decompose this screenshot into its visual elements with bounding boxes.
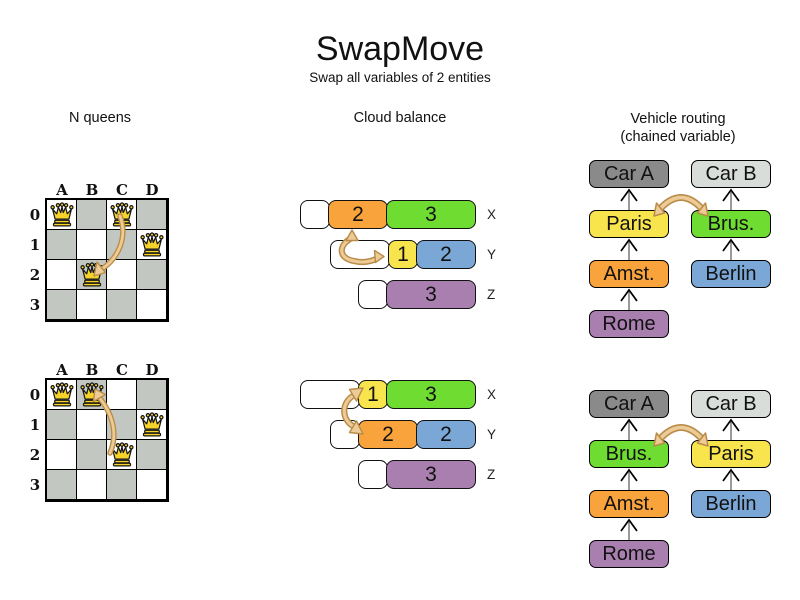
entity-box-cara: Car A bbox=[589, 160, 669, 188]
process-segment: 3 bbox=[386, 460, 476, 489]
entity-box-amst: Amst. bbox=[589, 490, 669, 518]
entity-box-carb: Car B bbox=[691, 160, 771, 188]
process-segment: 2 bbox=[328, 200, 388, 229]
cloud-bar-z: 3 bbox=[358, 280, 476, 309]
process-segment: 1 bbox=[388, 240, 418, 269]
queen-icon bbox=[80, 382, 104, 407]
computer-label-x: X bbox=[487, 207, 497, 222]
board-cell bbox=[107, 380, 137, 410]
entity-box-carb: Car B bbox=[691, 390, 771, 418]
process-segment: 1 bbox=[358, 380, 388, 409]
board-column-label: A bbox=[56, 361, 68, 379]
board-cell bbox=[47, 290, 77, 320]
entity-box-brus: Brus. bbox=[589, 440, 669, 468]
board-cell bbox=[137, 380, 167, 410]
board-cell bbox=[77, 200, 107, 230]
board-cell bbox=[77, 230, 107, 260]
free-capacity-segment bbox=[300, 200, 330, 229]
board-cell bbox=[47, 230, 77, 260]
page-title: SwapMove bbox=[315, 30, 485, 68]
process-segment: 2 bbox=[416, 420, 476, 449]
board-row-label: 1 bbox=[29, 236, 41, 254]
board-cell bbox=[47, 470, 77, 500]
board-row-label: 0 bbox=[29, 206, 41, 224]
board-cell bbox=[47, 410, 77, 440]
process-segment: 3 bbox=[386, 280, 476, 309]
cloud-bar-z: 3 bbox=[358, 460, 476, 489]
process-segment: 3 bbox=[386, 380, 476, 409]
section-title-nqueens: N queens bbox=[68, 110, 132, 126]
section-title-vehicle-routing: Vehicle routing bbox=[630, 111, 726, 127]
queen-icon bbox=[110, 442, 134, 467]
board-column-label: C bbox=[116, 361, 128, 379]
board-cell bbox=[107, 470, 137, 500]
board-cell bbox=[107, 260, 137, 290]
entity-box-cara: Car A bbox=[589, 390, 669, 418]
entity-box-amst: Amst. bbox=[589, 260, 669, 288]
board-row-label: 3 bbox=[29, 476, 41, 494]
board-row-label: 1 bbox=[29, 416, 41, 434]
computer-label-z: Z bbox=[487, 467, 496, 482]
board-cell bbox=[107, 290, 137, 320]
entity-box-rome: Rome bbox=[589, 310, 669, 338]
board-cell bbox=[47, 440, 77, 470]
board-cell bbox=[107, 410, 137, 440]
queen-icon bbox=[140, 232, 164, 257]
board-cell bbox=[137, 290, 167, 320]
board-cell bbox=[137, 200, 167, 230]
board-row-label: 2 bbox=[29, 446, 41, 464]
board-column-label: A bbox=[56, 181, 68, 199]
queen-icon bbox=[140, 412, 164, 437]
board-column-label: B bbox=[85, 361, 99, 379]
computer-label-z: Z bbox=[487, 287, 496, 302]
computer-label-y: Y bbox=[487, 427, 497, 442]
section-subtitle-chained-variable: (chained variable) bbox=[620, 129, 736, 145]
free-capacity-segment bbox=[358, 280, 388, 309]
queen-icon bbox=[50, 202, 74, 227]
board-cell bbox=[137, 260, 167, 290]
entity-box-paris: Paris bbox=[691, 440, 771, 468]
process-segment: 3 bbox=[386, 200, 476, 229]
queen-icon bbox=[110, 202, 134, 227]
board-column-label: B bbox=[85, 181, 99, 199]
board-cell bbox=[77, 470, 107, 500]
board-cell bbox=[77, 410, 107, 440]
page-subtitle: Swap all variables of 2 entities bbox=[309, 70, 491, 85]
entity-box-berlin: Berlin bbox=[691, 490, 771, 518]
board-cell bbox=[107, 230, 137, 260]
entity-box-brus: Brus. bbox=[691, 210, 771, 238]
entity-box-berlin: Berlin bbox=[691, 260, 771, 288]
board-cell bbox=[47, 260, 77, 290]
board-column-label: C bbox=[116, 181, 128, 199]
board-cell bbox=[137, 440, 167, 470]
process-segment: 2 bbox=[358, 420, 418, 449]
board-cell bbox=[137, 470, 167, 500]
board-row-label: 2 bbox=[29, 266, 41, 284]
board-row-label: 0 bbox=[29, 386, 41, 404]
board-column-label: D bbox=[145, 361, 159, 379]
queen-icon bbox=[50, 382, 74, 407]
process-segment: 2 bbox=[416, 240, 476, 269]
board-column-label: D bbox=[145, 181, 159, 199]
free-capacity-segment bbox=[330, 420, 360, 449]
board-cell bbox=[77, 290, 107, 320]
board-row-label: 3 bbox=[29, 296, 41, 314]
queen-icon bbox=[80, 262, 104, 287]
free-capacity-segment bbox=[358, 460, 388, 489]
entity-box-paris: Paris bbox=[589, 210, 669, 238]
computer-label-y: Y bbox=[487, 247, 497, 262]
free-capacity-segment bbox=[300, 380, 360, 409]
board-cell bbox=[77, 440, 107, 470]
computer-label-x: X bbox=[487, 387, 497, 402]
free-capacity-segment bbox=[330, 240, 390, 269]
entity-box-rome: Rome bbox=[589, 540, 669, 568]
section-title-cloud-balance: Cloud balance bbox=[353, 110, 447, 126]
